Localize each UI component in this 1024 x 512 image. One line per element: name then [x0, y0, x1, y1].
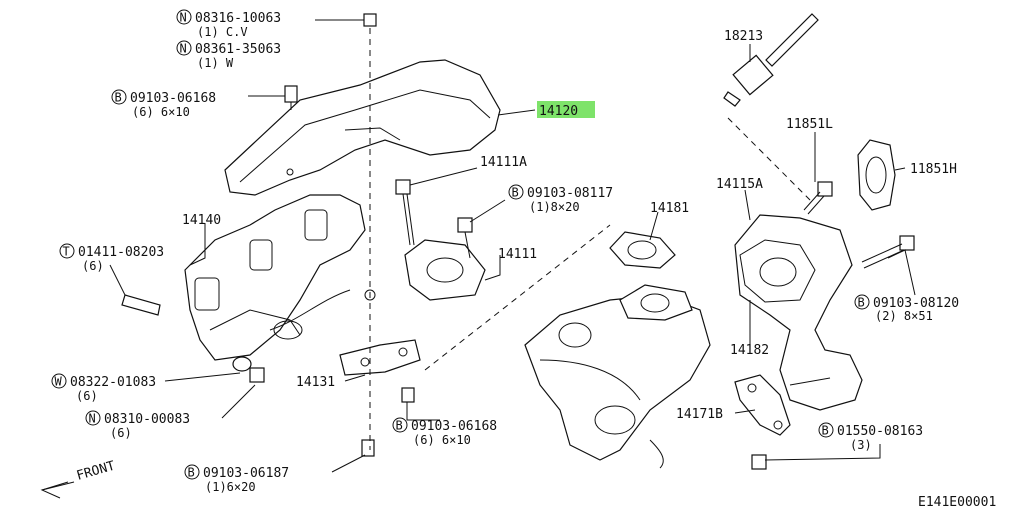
svg-text:B: B — [115, 91, 122, 105]
callout-01411-08203[interactable]: T 01411-08203 (6) — [59, 243, 164, 273]
bolt-08120-drawing[interactable] — [861, 235, 915, 269]
callout-09103-06168-top[interactable]: B 09103-06168 (6) 6×10 — [111, 89, 216, 119]
callout-14111a[interactable]: 14111A — [480, 155, 527, 170]
bolt-01550-drawing[interactable] — [751, 454, 767, 470]
callout-14171b[interactable]: 14171B — [676, 407, 723, 422]
part-note: (1)8×20 — [529, 200, 580, 214]
svg-text:B: B — [188, 466, 195, 480]
callout-14120[interactable]: 14120 — [537, 101, 595, 119]
part-number: 14111A — [480, 155, 527, 170]
part-number: 14182 — [730, 343, 769, 358]
callout-01550-08163[interactable]: B 01550-08163 (3) — [818, 422, 923, 452]
part-note: (6) — [82, 259, 104, 273]
svg-text:T: T — [63, 245, 70, 259]
part-number: 14140 — [182, 213, 221, 228]
part-number: 09103-08117 — [527, 186, 613, 201]
exhaust-manifold-part-drawing[interactable] — [184, 194, 376, 361]
svg-text:B: B — [512, 186, 519, 200]
bracket-part-drawing[interactable] — [339, 339, 421, 376]
part-note: (1) C.V — [197, 25, 248, 39]
part-note: (1)6×20 — [205, 480, 256, 494]
manifold-gasket-part-drawing[interactable] — [404, 239, 486, 301]
svg-text:B: B — [822, 424, 829, 438]
flange-gasket-part-drawing[interactable] — [857, 139, 896, 211]
part-number: 08316-10063 — [195, 11, 281, 26]
diagram-id: E141E00001 — [918, 495, 996, 510]
callout-18213[interactable]: 18213 — [724, 29, 763, 44]
part-note: (1) W — [197, 56, 234, 70]
exhaust-pipe-part-drawing[interactable] — [734, 214, 863, 411]
svg-text:N: N — [89, 412, 96, 426]
downpipe-assembly-drawing[interactable] — [524, 284, 711, 469]
part-note: (6) 6×10 — [132, 105, 190, 119]
part-number: 11851H — [910, 162, 957, 177]
part-number: 01550-08163 — [837, 424, 923, 439]
part-note: (6) — [76, 389, 98, 403]
callout-11851h[interactable]: 11851H — [910, 162, 957, 177]
callout-14182[interactable]: 14182 — [730, 343, 769, 358]
callout-09103-08117[interactable]: B 09103-08117 (1)8×20 — [508, 184, 613, 214]
part-note: (2) 8×51 — [875, 309, 933, 323]
part-note: (6) — [110, 426, 132, 440]
part-number: 09103-06187 — [203, 466, 289, 481]
callout-11851l[interactable]: 11851L — [786, 117, 833, 132]
callout-08310-00083[interactable]: N 08310-00083 (6) — [85, 410, 190, 440]
svg-text:N: N — [180, 11, 187, 25]
svg-text:B: B — [858, 296, 865, 310]
callout-14115a[interactable]: 14115A — [716, 177, 763, 192]
part-number: 09103-08120 — [873, 296, 959, 311]
part-number: 14115A — [716, 177, 763, 192]
part-number: 18213 — [724, 29, 763, 44]
callout-08361-35063[interactable]: N 08361-35063 (1) W — [176, 40, 281, 70]
bolt-11851l-drawing[interactable] — [803, 181, 833, 215]
svg-text:W: W — [55, 375, 63, 389]
part-number: 14111 — [498, 247, 537, 262]
fasteners-left-group[interactable] — [121, 13, 473, 457]
callout-14111[interactable]: 14111 — [498, 247, 537, 262]
turbo-gasket-part-drawing[interactable] — [609, 231, 676, 269]
callout-14181[interactable]: 14181 — [650, 201, 689, 216]
highlight-box — [537, 101, 595, 118]
part-number: 14120 — [539, 104, 578, 119]
callout-08316-10063[interactable]: N 08316-10063 (1) C.V — [176, 9, 281, 39]
callout-14140[interactable]: 14140 — [182, 213, 221, 228]
callout-09103-06168-bottom[interactable]: B 09103-06168 (6) 6×10 — [392, 417, 497, 447]
svg-text:N: N — [180, 42, 187, 56]
part-number: 08322-01083 — [70, 375, 156, 390]
front-label: FRONT — [75, 459, 117, 484]
front-direction-indicator: FRONT — [40, 459, 117, 499]
part-number: 09103-06168 — [411, 419, 497, 434]
callout-14131[interactable]: 14131 — [296, 375, 335, 390]
part-number: 14171B — [676, 407, 723, 422]
bracket-14171b-drawing[interactable] — [734, 374, 791, 436]
callout-09103-06187[interactable]: B 09103-06187 (1)6×20 — [184, 464, 289, 494]
part-number: 14181 — [650, 201, 689, 216]
callout-09103-08120[interactable]: B 09103-08120 (2) 8×51 — [854, 294, 959, 323]
oxygen-sensor-part-drawing[interactable] — [723, 13, 819, 107]
part-number: 11851L — [786, 117, 833, 132]
heat-shield-part-drawing[interactable] — [224, 59, 501, 196]
part-note: (6) 6×10 — [413, 433, 471, 447]
part-number: 01411-08203 — [78, 245, 164, 260]
callout-08322-01083[interactable]: W 08322-01083 (6) — [51, 373, 156, 403]
part-number: 08310-00083 — [104, 412, 190, 427]
part-number: 09103-06168 — [130, 91, 216, 106]
part-number: 14131 — [296, 375, 335, 390]
svg-text:B: B — [396, 419, 403, 433]
part-number: 08361-35063 — [195, 42, 281, 57]
part-note: (3) — [850, 438, 872, 452]
